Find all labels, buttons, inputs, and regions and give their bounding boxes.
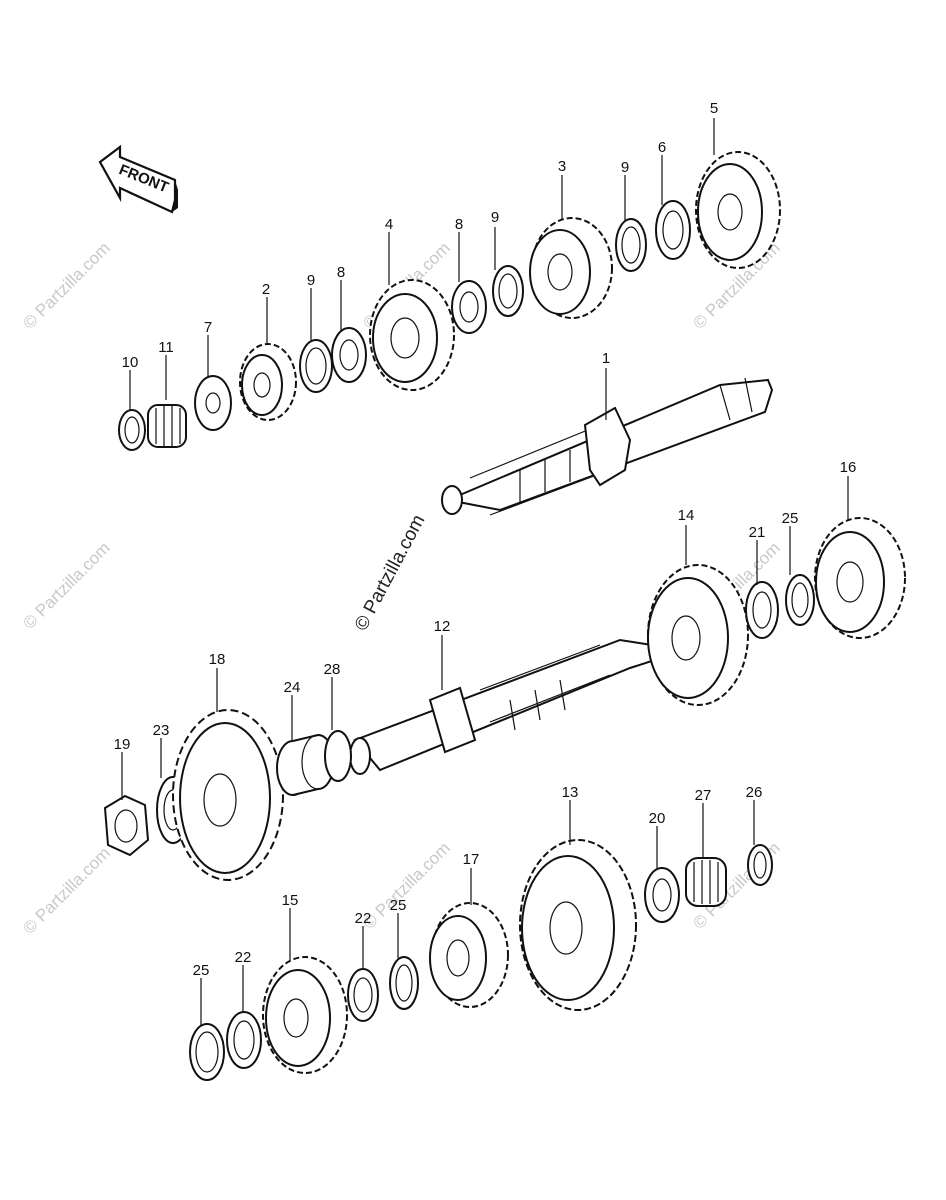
washer-8 <box>331 327 367 383</box>
circlip-9 <box>492 265 524 317</box>
callout-13: 13 <box>562 784 579 801</box>
callout-20: 20 <box>649 810 666 827</box>
circlip-25 <box>785 574 815 626</box>
gear-3 <box>529 217 613 319</box>
callout-16: 16 <box>840 459 857 476</box>
gear-16 <box>814 517 906 639</box>
callout-11: 11 <box>158 339 174 356</box>
callout-27: 27 <box>695 787 712 804</box>
callout-25: 25 <box>390 897 407 914</box>
callout-21: 21 <box>749 524 766 541</box>
gear-4 <box>369 279 455 391</box>
callout-4: 4 <box>385 216 393 233</box>
callout-10: 10 <box>122 354 139 371</box>
callout-26: 26 <box>746 784 763 801</box>
needle-bearing-11 <box>147 404 187 448</box>
gear-13 <box>519 839 637 1011</box>
gear-17 <box>429 902 509 1008</box>
callout-1: 1 <box>602 350 610 367</box>
needle-bearing-27 <box>685 857 727 907</box>
washer-8 <box>451 280 487 334</box>
callout-22: 22 <box>355 910 372 927</box>
front-arrow-icon: FRONT <box>98 144 178 214</box>
sprocket-18 <box>172 709 284 881</box>
callout-9: 9 <box>491 209 499 226</box>
gear-2 <box>239 343 297 421</box>
washer-22 <box>347 968 379 1022</box>
gear-15 <box>262 956 348 1074</box>
collar-24 <box>276 733 335 796</box>
callout-18: 18 <box>209 651 226 668</box>
circlip-25 <box>189 1023 225 1081</box>
washer-21 <box>745 581 779 639</box>
callout-9: 9 <box>621 159 629 176</box>
callout-19: 19 <box>114 736 131 753</box>
circlip-9 <box>615 218 647 272</box>
callout-28: 28 <box>324 661 341 678</box>
callout-17: 17 <box>463 851 480 868</box>
circlip-10 <box>118 409 146 451</box>
washer-22 <box>226 1011 262 1069</box>
watermark: © Partzilla.com <box>19 238 113 332</box>
callout-2: 2 <box>262 281 270 298</box>
callout-labels: 1 2 3 4 5 6 7 8 8 9 9 9 10 11 12 13 14 1… <box>114 100 857 979</box>
callout-6: 6 <box>658 139 666 156</box>
drive-shaft-12 <box>349 638 657 775</box>
washer-6 <box>655 200 691 260</box>
nut-19 <box>103 794 150 857</box>
gear-5 <box>695 151 781 269</box>
output-shaft-1 <box>441 377 774 516</box>
circlip-9 <box>299 339 333 393</box>
callout-15: 15 <box>282 892 299 909</box>
watermark: © Partzilla.com <box>19 843 113 937</box>
callout-14: 14 <box>678 507 695 524</box>
callout-5: 5 <box>710 100 718 117</box>
watermark-center: © Partzilla.com <box>351 511 430 634</box>
callout-8: 8 <box>455 216 463 233</box>
callout-3: 3 <box>558 158 566 175</box>
watermark: © Partzilla.com <box>359 838 453 932</box>
washer-7 <box>194 375 232 431</box>
gear-14 <box>647 564 749 706</box>
callout-7: 7 <box>204 319 212 336</box>
leader-lines <box>121 118 849 1025</box>
callout-24: 24 <box>284 679 301 696</box>
callout-8: 8 <box>337 264 345 281</box>
washer-20 <box>644 867 680 923</box>
callout-23: 23 <box>153 722 170 739</box>
callout-12: 12 <box>434 618 451 635</box>
callout-9: 9 <box>307 272 315 289</box>
circlip-25 <box>389 956 419 1010</box>
callout-22: 22 <box>235 949 252 966</box>
callout-25: 25 <box>193 962 210 979</box>
circlip-26 <box>747 844 773 886</box>
o-ring-28 <box>324 730 352 782</box>
callout-25: 25 <box>782 510 799 527</box>
watermark: © Partzilla.com <box>19 538 113 632</box>
